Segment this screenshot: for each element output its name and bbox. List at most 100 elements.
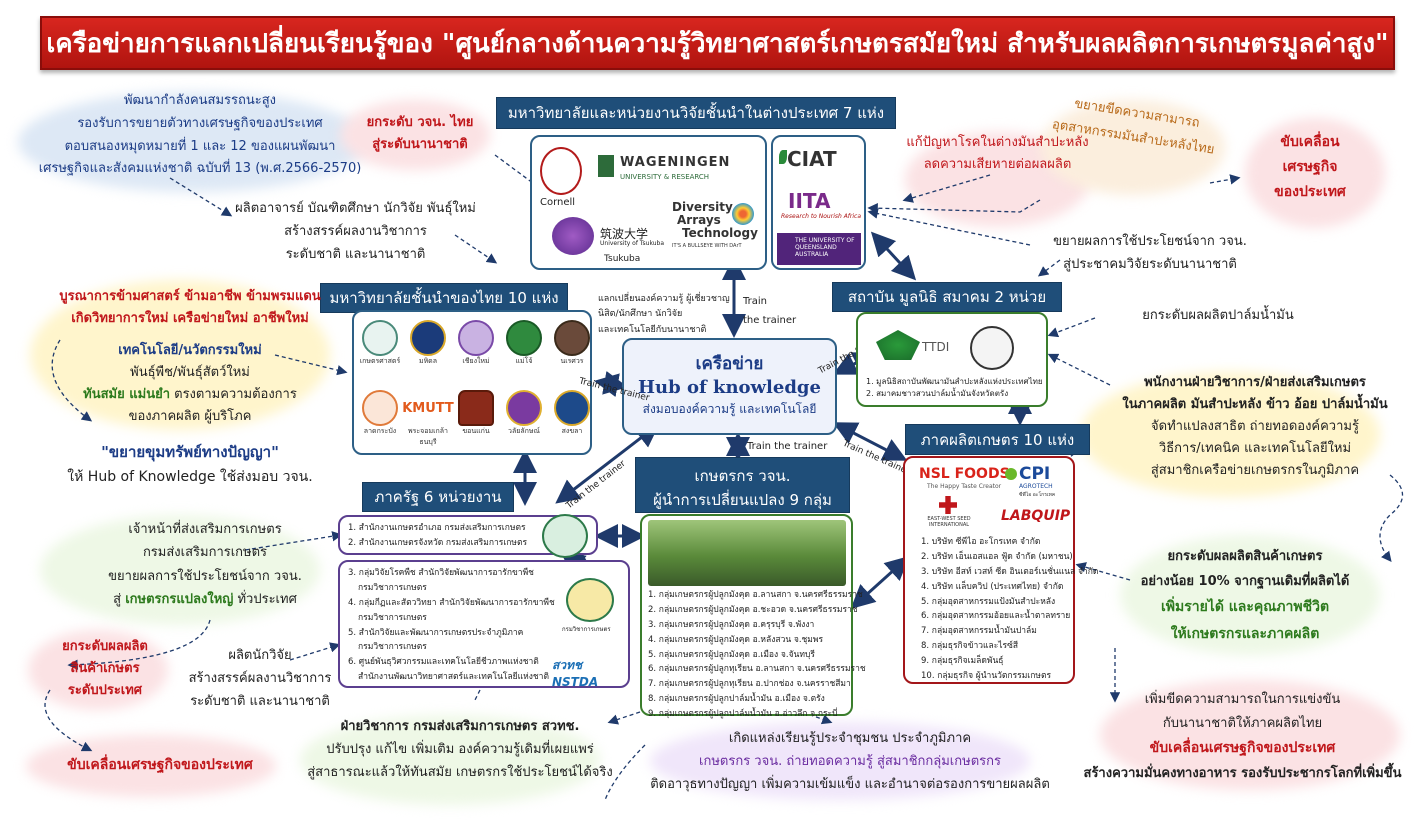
private-list: 1. บริษัท ซีพีไอ อะโกรเทค จำกัด 2. บริษั…: [921, 537, 1099, 681]
farmer-box: 1. กลุ่มเกษตรกรผู้ปลูกมังคุด อ.ลานสกา จ.…: [640, 514, 866, 719]
uni-item: แม่โจ้: [502, 320, 546, 367]
dart-logo: Diversity Arrays Technology IT'S A BULLS…: [672, 200, 758, 250]
ewsi-logo: [939, 496, 957, 514]
cloud-bg: [1080, 372, 1380, 497]
uni-item: เกษตรศาสตร์: [358, 320, 402, 367]
ciat-label: CIAT: [787, 147, 837, 171]
uni-item: ขอนแก่น: [454, 390, 498, 448]
hub-title-th: เครือข่าย: [695, 354, 764, 374]
gov-box-b: 3. กลุ่มวิจัยโรคพืช สำนักวิจัยพัฒนาการอา…: [338, 560, 630, 689]
note-staff: พนักงานฝ่ายวิชาการ/ฝ่ายส่งเสริมเกษตร ในภ…: [1122, 375, 1388, 479]
university-seal-icon: [506, 390, 542, 426]
train-trainer-label-top: Train the trainer: [743, 296, 797, 326]
uni-item: วลัยลักษณ์: [502, 390, 546, 448]
note-integrate: บูรณาการข้ามศาสตร์ ข้ามอาชีพ ข้ามพรมแดน …: [59, 289, 321, 425]
gov-list-b: 3. กลุ่มวิจัยโรคพืช สำนักวิจัยพัฒนาการอา…: [348, 568, 555, 683]
note-raise-right: ยกระดับผลผลิตสินค้าเกษตร อย่างน้อย 10% จ…: [1140, 549, 1350, 642]
institute-header: สถาบัน มูลนิธิ สมาคม 2 หน่วย: [832, 282, 1062, 312]
note-development: พัฒนากำลังคนสมรรถนะสูง รองรับการขยายตัวท…: [38, 93, 362, 177]
uni-item: เชียงใหม่: [454, 320, 498, 367]
cloud-bg: [340, 100, 490, 170]
tsukuba-label: Tsukuba: [604, 254, 641, 264]
university-seal-icon: [458, 390, 494, 426]
cloud-bg: [1040, 100, 1225, 195]
tsukuba-jp: 筑波大学: [600, 227, 649, 241]
nsl-logo: NSL FOODS: [919, 466, 1010, 482]
cornell-logo: [540, 147, 582, 195]
hub-subtitle: ส่งมอบองค์ความรู้ และเทคโนโลยี: [642, 402, 817, 416]
cpi-logo: CPI: [1019, 464, 1051, 484]
cloud-bg: [30, 280, 330, 430]
institute-list: 1. มูลนิธิสถาบันพัฒนามันสำปะหลังแห่งประเ…: [866, 377, 1043, 399]
note-disease: แก้ปัญหาโรคในต่างมันสำปะหลัง ลดความเสียห…: [906, 135, 1089, 173]
university-seal-icon: [410, 320, 446, 356]
foreign-header: มหาวิทยาลัยและหน่วยงานวิจัยชั้นนำในต่างป…: [496, 97, 896, 129]
uni-item: มหิดล: [406, 320, 450, 367]
university-seal-icon: [554, 320, 590, 356]
university-seal-icon: [554, 390, 590, 426]
note-extension: เจ้าหน้าที่ส่งเสริมการเกษตร กรมส่งเสริมก…: [108, 522, 302, 608]
note-expand: ขยายผลการใช้ประโยชน์จาก วจน. สู่ประชาคมว…: [1053, 234, 1247, 273]
nstda-logo: สวทช NSTDA: [552, 658, 599, 689]
note-compete: เพิ่มขีดความสามารถในการแข่งขัน กับนานาชา…: [1083, 692, 1402, 781]
cpi-th: ซีพีไอ อะโกรเทค: [1019, 492, 1056, 498]
ttdi-label: TTDI: [922, 340, 950, 354]
cloud-bg: [1100, 680, 1400, 790]
kmutt-logo: KMUTT: [402, 400, 454, 416]
note-produce: ผลิตอาจารย์ บัณฑิตศึกษา นักวิจัย พันธุ์ใ…: [235, 201, 476, 262]
ewsi-label: EAST-WEST SEED INTERNATIONAL: [927, 516, 971, 528]
foreign-box-right: CIAT IITA Research to Nourish Africa THE…: [771, 135, 866, 270]
uq-logo: THE UNIVERSITY OF QUEENSLAND AUSTRALIA: [777, 233, 861, 265]
farmer-header: เกษตรกร วจน. ผู้นำการเปลี่ยนแปลง 9 กลุ่ม: [635, 457, 850, 513]
university-seal-icon: [362, 390, 398, 426]
note-researcher: ผลิตนักวิจัย สร้างสรรค์ผลงานวิชาการ ระดั…: [188, 648, 332, 709]
association-seal-icon: [970, 326, 1014, 370]
cpi-leaf-icon: [1005, 468, 1017, 480]
hub-title-en: Hub of knowledge: [638, 377, 821, 398]
arrow-thai-hub: [594, 370, 628, 398]
uni-item: ลาดกระบัง: [358, 390, 402, 448]
doae-seal-icon: [542, 514, 588, 558]
hub-box: เครือข่าย Hub of knowledge ส่งมอบองค์ควา…: [622, 338, 837, 435]
institute-box: TTDI 1. มูลนิธิสถาบันพัฒนามันสำปะหลังแห่…: [856, 312, 1048, 407]
nsl-sub: The Happy Taste Creator: [927, 483, 1002, 490]
private-box: NSL FOODS The Happy Taste Creator CPI AG…: [903, 456, 1098, 684]
cpi-sub: AGROTECH: [1019, 483, 1053, 490]
cloud-bg: [28, 630, 168, 710]
exchange-label: แลกเปลี่ยนองค์ความรู้ ผู้เชี่ยวชาญ นิสิต…: [598, 294, 730, 335]
cloud-bg: [40, 515, 320, 625]
wageningen-label: WAGENINGEN: [620, 155, 731, 170]
arrow-foreign-institute: [870, 231, 917, 281]
cornell-label: Cornell: [540, 197, 576, 208]
cloud-bg: [650, 722, 1030, 800]
arrow-hub-gov: [555, 423, 660, 504]
note-doae: ฝ่ายวิชาการ กรมส่งเสริมการเกษตร สวทช. ปร…: [307, 719, 613, 780]
cloud-bg: [26, 735, 276, 797]
uni-item: สงขลา: [550, 390, 594, 448]
note-rank: ยกระดับ วจน. ไทย สู่ระดับนานาชาติ: [366, 115, 474, 153]
cloud-bg: [1120, 535, 1380, 655]
page-title: เครือข่ายการแลกเปลี่ยนเรียนรู้ของ "ศูนย์…: [46, 28, 1389, 59]
doa-seal-icon: [566, 578, 614, 622]
thai-uni-row-1: เกษตรศาสตร์ มหิดล เชียงใหม่ แม่โจ้ นเรศว…: [358, 320, 594, 367]
cloud-bg: [18, 92, 368, 192]
cloud-bg: [300, 715, 600, 805]
wageningen-logo: [598, 155, 614, 177]
farmer-group-photo: [648, 520, 846, 586]
train-trainer-label: Train the trainer: [747, 441, 828, 452]
leaf-icon: [779, 150, 787, 164]
cloud-bg: [1245, 118, 1385, 228]
university-seal-icon: [506, 320, 542, 356]
doa-caption: กรมวิชาการเกษตร: [562, 626, 611, 633]
target-icon: [732, 203, 754, 225]
labquip-logo: LABQUIP: [1001, 508, 1071, 524]
tsukuba-logo: [552, 217, 594, 255]
private-header: ภาคผลิตเกษตร 10 แห่ง: [905, 424, 1090, 455]
title-banner: เครือข่ายการแลกเปลี่ยนเรียนรู้ของ "ศูนย์…: [40, 16, 1395, 70]
arrow-private-hub: [832, 422, 908, 461]
tsukuba-en: University of Tsukuba: [600, 240, 665, 247]
note-drive-bl: ขับเคลื่อนเศรษฐกิจของประเทศ: [67, 757, 253, 773]
gov-list-a: 1. สำนักงานเกษตรอำเภอ กรมส่งเสริมการเกษต…: [348, 523, 528, 548]
foreign-box-left: Cornell WAGENINGEN UNIVERSITY & RESEARCH…: [530, 135, 767, 270]
